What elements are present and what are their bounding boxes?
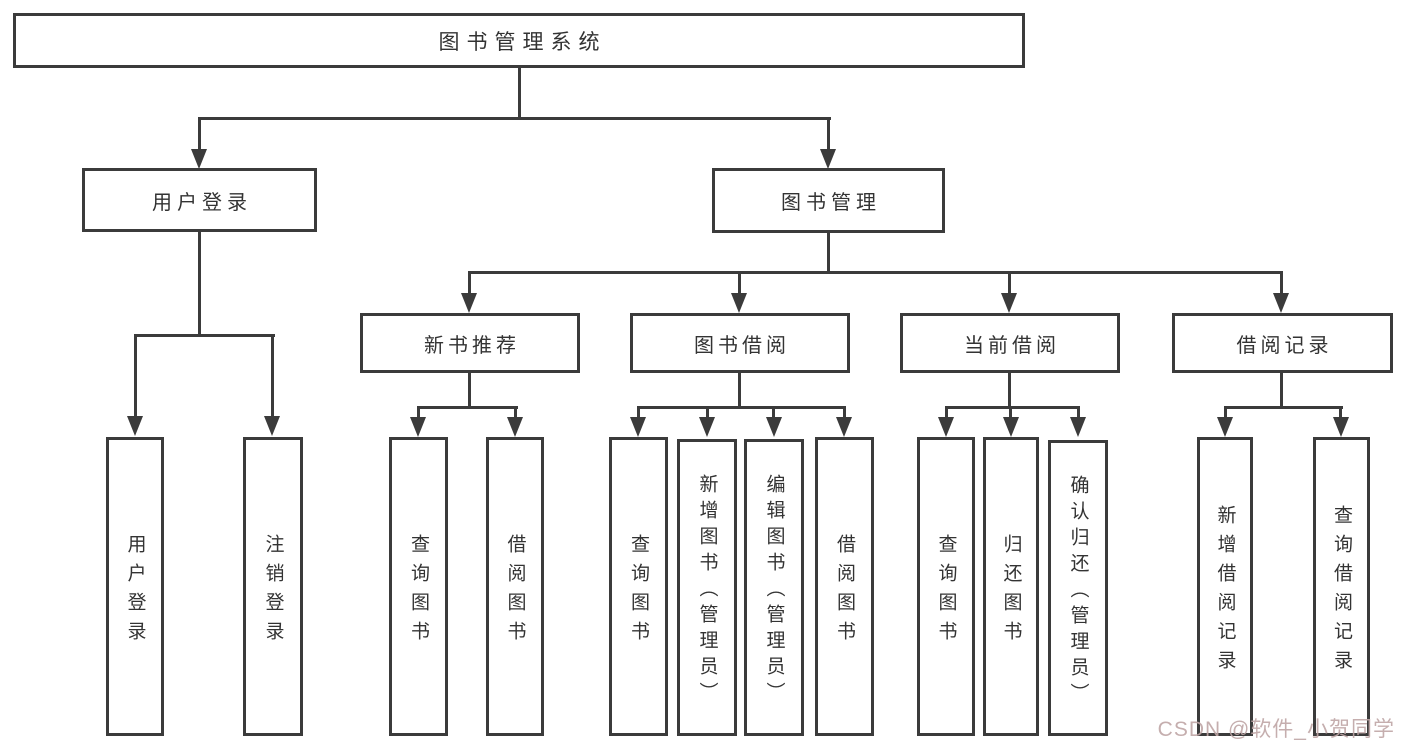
connector-section-stem <box>1008 373 1011 409</box>
node-book-management-label: 图书管理 <box>781 192 881 214</box>
node-book-borrowing-label: 图书借阅 <box>694 334 790 357</box>
connector-section-stem <box>1280 373 1283 409</box>
leaf-add-borrow-record: 新增借阅记录 <box>1197 437 1253 736</box>
connector-drop <box>706 406 709 419</box>
arrowhead-icon <box>766 417 782 437</box>
connector-drop <box>1077 406 1080 419</box>
leaf-logout: 注销登录 <box>243 437 303 736</box>
node-borrowing-records-label: 借阅记录 <box>1236 334 1333 357</box>
connector-drop <box>843 406 846 419</box>
leaf-return-books-label: 归还图书 <box>1000 533 1022 650</box>
arrowhead-icon <box>699 417 715 437</box>
connector-drop <box>468 271 471 295</box>
leaf-user-login: 用户登录 <box>106 437 164 736</box>
connector-drop <box>514 406 517 419</box>
leaf-user-login-label: 用户登录 <box>124 533 146 650</box>
connector-level2-hline <box>198 117 831 120</box>
arrowhead-icon <box>1001 293 1017 313</box>
connector-drop <box>1009 406 1012 419</box>
connector-book-management-drop <box>827 117 830 152</box>
connector-level3-hline <box>469 271 1283 274</box>
connector-drop <box>637 406 640 419</box>
leaf-confirm-return-admin: 确认归还（管理员） <box>1048 440 1108 736</box>
arrowhead-icon <box>938 417 954 437</box>
node-library-management-system: 图书管理系统 <box>13 13 1025 68</box>
watermark: CSDN @软件_小贺同学 <box>1157 718 1395 741</box>
node-borrowing-records: 借阅记录 <box>1172 313 1393 373</box>
connector-user-login-stem <box>198 232 201 336</box>
connector-user-login-hline <box>134 334 275 337</box>
connector-drop <box>1339 406 1342 419</box>
connector-drop <box>738 271 741 295</box>
leaf-borrow-books-borrowing-label: 借阅图书 <box>834 533 855 650</box>
leaf-edit-book-admin-label: 编辑图书（管理员） <box>763 474 785 708</box>
arrowhead-icon <box>1333 417 1349 437</box>
node-user-login-label: 用户登录 <box>152 191 252 214</box>
leaf-confirm-return-admin-label: 确认归还（管理员） <box>1067 474 1089 709</box>
leaf-return-books: 归还图书 <box>983 437 1039 736</box>
arrowhead-icon <box>836 417 852 437</box>
leaf-query-books-current-label: 查询图书 <box>935 533 957 650</box>
leaf-borrow-books-recommend: 借阅图书 <box>486 437 544 736</box>
connector-drop <box>1224 406 1227 419</box>
leaf-query-books-recommend-label: 查询图书 <box>408 533 429 650</box>
connector-drop <box>1280 271 1283 295</box>
leaf-query-books-borrowing: 查询图书 <box>609 437 668 736</box>
connector-section-stem <box>468 373 471 409</box>
leaf-edit-book-admin: 编辑图书（管理员） <box>744 439 804 736</box>
arrowhead-icon <box>191 149 207 169</box>
arrowhead-icon <box>127 416 143 436</box>
leaf-add-book-admin-label: 新增图书（管理员） <box>696 474 718 708</box>
arrowhead-icon <box>1217 417 1233 437</box>
node-book-management: 图书管理 <box>712 168 945 233</box>
leaf-add-borrow-record-label: 新增借阅记录 <box>1214 504 1236 679</box>
node-user-login: 用户登录 <box>82 168 317 232</box>
connector-drop <box>271 334 274 417</box>
arrowhead-icon <box>264 416 280 436</box>
arrowhead-icon <box>461 293 477 313</box>
node-root-label: 图书管理系统 <box>438 30 607 54</box>
connector-drop <box>772 406 775 419</box>
leaf-query-books-recommend: 查询图书 <box>389 437 448 736</box>
arrowhead-icon <box>820 149 836 169</box>
arrowhead-icon <box>1003 417 1019 437</box>
arrowhead-icon <box>1070 417 1086 437</box>
leaf-borrow-books-recommend-label: 借阅图书 <box>504 533 526 650</box>
node-new-book-recommendation-label: 新书推荐 <box>424 334 520 357</box>
arrowhead-icon <box>1273 293 1289 313</box>
leaf-query-borrow-record-label: 查询借阅记录 <box>1331 504 1352 679</box>
leaf-query-borrow-record: 查询借阅记录 <box>1313 437 1370 736</box>
connector-section-hline <box>637 406 846 409</box>
node-current-borrowing-label: 当前借阅 <box>964 334 1060 357</box>
node-current-borrowing: 当前借阅 <box>900 313 1120 373</box>
node-book-borrowing: 图书借阅 <box>630 313 850 373</box>
arrowhead-icon <box>507 417 523 437</box>
connector-book-management-stem <box>827 233 830 273</box>
leaf-borrow-books-borrowing: 借阅图书 <box>815 437 874 736</box>
leaf-query-books-borrowing-label: 查询图书 <box>628 533 649 650</box>
connector-section-hline <box>945 406 1080 409</box>
connector-drop <box>134 334 137 417</box>
connector-root-stem <box>518 68 521 119</box>
arrowhead-icon <box>630 417 646 437</box>
connector-user-login-drop <box>198 117 201 152</box>
connector-drop <box>945 406 948 419</box>
arrowhead-icon <box>410 417 426 437</box>
connector-drop <box>417 406 420 419</box>
connector-section-stem <box>738 373 741 409</box>
leaf-query-books-current: 查询图书 <box>917 437 975 736</box>
connector-drop <box>1008 271 1011 295</box>
leaf-add-book-admin: 新增图书（管理员） <box>677 439 737 736</box>
leaf-logout-label: 注销登录 <box>262 533 284 650</box>
arrowhead-icon <box>731 293 747 313</box>
node-new-book-recommendation: 新书推荐 <box>360 313 580 373</box>
connector-section-hline <box>1224 406 1343 409</box>
connector-section-hline <box>417 406 518 409</box>
